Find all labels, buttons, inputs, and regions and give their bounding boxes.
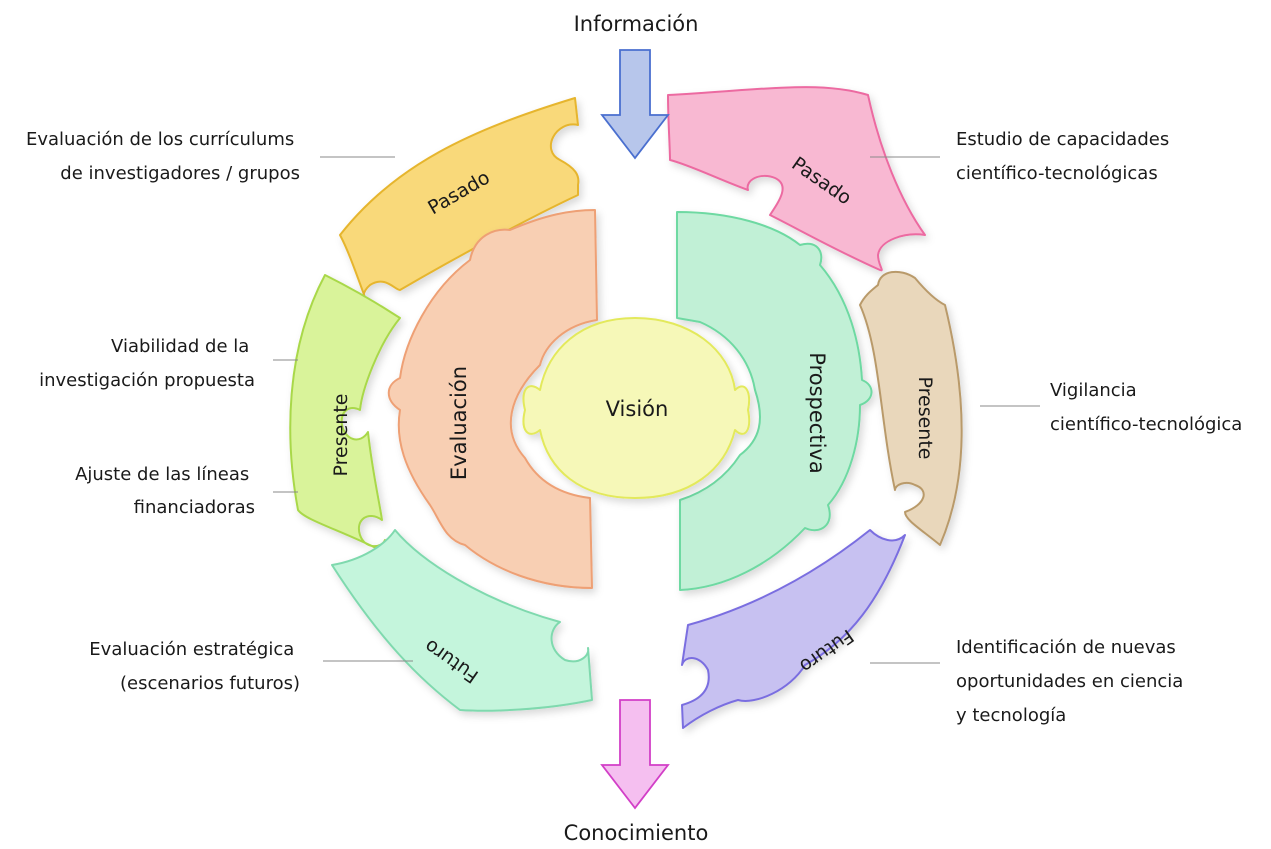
presente-right-label: Presente xyxy=(914,377,936,460)
prospectiva-label: Prospectiva xyxy=(805,352,829,473)
annotation-left-mid-1: Viabilidad de la investigación propuesta xyxy=(39,336,255,391)
annotation-left-mid-2: Ajuste de las líneas financiadoras xyxy=(75,464,255,518)
information-label: Información xyxy=(574,12,699,36)
evaluacion-label: Evaluación xyxy=(447,366,471,480)
annotation-right-top: Estudio de capacidades científico-tecnol… xyxy=(956,129,1175,184)
knowledge-label: Conocimiento xyxy=(564,821,709,845)
annotation-right-bottom: Identificación de nuevas oportunidades e… xyxy=(956,637,1189,726)
presente-left-label: Presente xyxy=(330,394,352,477)
information-arrow xyxy=(600,49,670,160)
outer-piece-futuro-right xyxy=(681,529,906,729)
outer-piece-presente-right xyxy=(859,270,963,546)
center-piece-vision xyxy=(522,317,751,499)
inner-piece-prospectiva xyxy=(676,211,873,591)
outer-piece-futuro-left xyxy=(331,529,593,712)
outer-piece-presente-left xyxy=(289,274,401,551)
annotation-left-bottom: Evaluación estratégica (escenarios futur… xyxy=(89,639,300,694)
inner-piece-evaluacion xyxy=(387,209,598,589)
annotation-right-mid: Vigilancia científico-tecnológica xyxy=(1050,380,1242,435)
outer-piece-pasado-right xyxy=(667,86,926,272)
knowledge-arrow xyxy=(600,699,670,810)
vision-label: Visión xyxy=(606,397,669,421)
annotation-left-top: Evaluación de los currículums de investi… xyxy=(26,129,300,184)
